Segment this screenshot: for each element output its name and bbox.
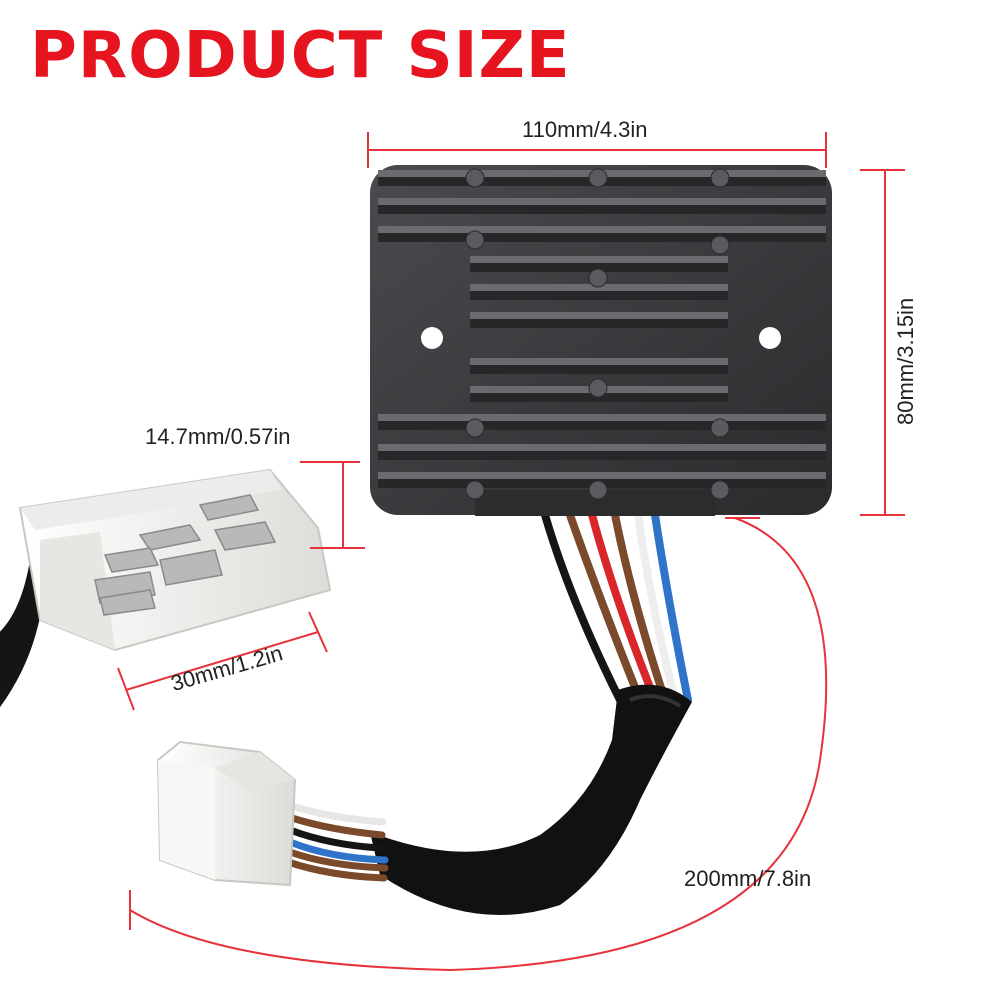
cooling-fin — [470, 312, 728, 319]
mount-hole-left — [421, 327, 443, 349]
bolt-head — [465, 168, 485, 188]
regulator-body — [370, 165, 832, 516]
cable-sleeve — [370, 684, 692, 915]
wire-bundle — [541, 511, 692, 704]
cooling-fin — [378, 198, 826, 205]
cooling-fin — [470, 256, 728, 263]
cooling-fin-shadow — [470, 393, 728, 402]
bolt-head — [588, 268, 608, 288]
dimension-lines — [117, 132, 905, 972]
bolt-head — [465, 480, 485, 500]
cable-length-arc — [129, 517, 828, 972]
bolt-head — [710, 418, 730, 438]
connector-large — [18, 468, 332, 652]
cooling-fin-shadow — [470, 263, 728, 272]
cooling-fin-shadow — [378, 233, 826, 242]
cooling-fin — [378, 414, 826, 421]
connector-small — [156, 740, 297, 887]
connector-pins — [94, 494, 277, 616]
height-label: 80mm/3.15in — [893, 297, 918, 425]
cable-length-label: 200mm/7.8in — [684, 866, 812, 891]
bolt-head — [465, 418, 485, 438]
short-wires — [284, 802, 389, 882]
cooling-fin — [470, 284, 728, 291]
cooling-fin-shadow — [470, 291, 728, 300]
connector-height-label: 14.7mm/0.57in — [145, 424, 291, 449]
cooling-fin — [378, 226, 826, 233]
bolt-head — [588, 378, 608, 398]
bolt-head — [588, 168, 608, 188]
bolt-head — [710, 168, 730, 188]
bolt-head — [588, 480, 608, 500]
mount-hole-right — [759, 327, 781, 349]
cooling-fin-shadow — [378, 451, 826, 460]
left-cable — [0, 560, 45, 708]
bolt-head — [710, 235, 730, 255]
bolt-head — [465, 230, 485, 250]
connector-width-dim-line — [125, 631, 319, 691]
bolt-heads — [465, 168, 730, 500]
cooling-fin-shadow — [378, 205, 826, 214]
cooling-fin — [378, 472, 826, 479]
width-label: 110mm/4.3in — [522, 117, 648, 142]
cooling-fin-shadow — [378, 421, 826, 430]
page-title: PRODUCT SIZE — [30, 19, 571, 93]
bolt-head — [710, 480, 730, 500]
cooling-fin-shadow — [470, 319, 728, 328]
cooling-fin-shadow — [470, 365, 728, 374]
cooling-fin — [378, 444, 826, 451]
cooling-fin — [470, 358, 728, 365]
